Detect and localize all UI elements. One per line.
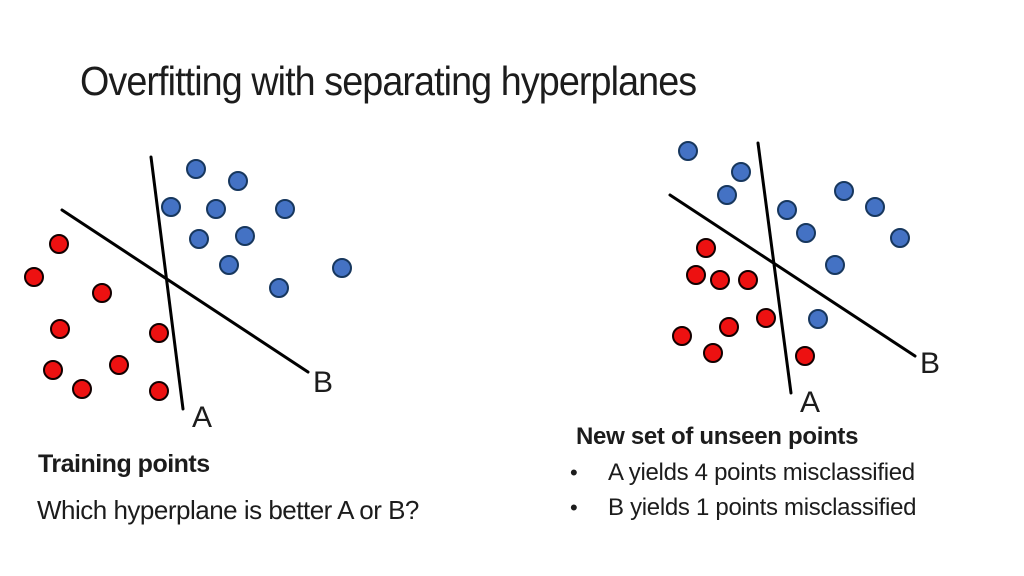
- list-item: • B yields 1 points misclassified: [570, 494, 916, 522]
- blue-point: [731, 162, 751, 182]
- hyperplane-line-B: [668, 193, 917, 358]
- red-point: [703, 343, 723, 363]
- blue-point: [808, 309, 828, 329]
- hyperplane-question: Which hyperplane is better A or B?: [37, 495, 419, 525]
- red-point: [109, 355, 129, 375]
- red-point: [686, 265, 706, 285]
- unseen-points-heading: New set of unseen points: [576, 423, 859, 450]
- red-point: [795, 346, 815, 366]
- blue-point: [777, 200, 797, 220]
- red-point: [72, 379, 92, 399]
- blue-point: [332, 258, 352, 278]
- red-point: [149, 323, 169, 343]
- slide-title: Overfitting with separating hyperplanes: [80, 58, 697, 104]
- diagram-training: AB: [24, 155, 352, 434]
- training-points-heading: Training points: [38, 450, 210, 478]
- blue-point: [228, 171, 248, 191]
- blue-point: [865, 197, 885, 217]
- hyperplane-label-B: B: [313, 366, 333, 399]
- blue-point: [161, 197, 181, 217]
- hyperplane-label-B: B: [920, 347, 940, 380]
- list-item: • A yields 4 points misclassified: [570, 459, 916, 487]
- hyperplane-line-B: [60, 208, 310, 374]
- bullet-icon: •: [570, 495, 578, 520]
- red-point: [49, 234, 69, 254]
- hyperplane-line-A: [756, 141, 793, 395]
- red-point: [756, 308, 776, 328]
- red-point: [92, 283, 112, 303]
- blue-point: [189, 229, 209, 249]
- hyperplane-label-A: A: [800, 386, 820, 419]
- bullet-text-b: B yields 1 points misclassified: [608, 494, 917, 521]
- diagram-unseen: AB: [668, 141, 940, 419]
- red-point: [672, 326, 692, 346]
- red-point: [710, 270, 730, 290]
- blue-point: [269, 278, 289, 298]
- hyperplane-label-A: A: [192, 401, 212, 434]
- blue-point: [275, 199, 295, 219]
- blue-point: [235, 226, 255, 246]
- red-point: [719, 317, 739, 337]
- blue-point: [206, 199, 226, 219]
- red-point: [50, 319, 70, 339]
- blue-point: [834, 181, 854, 201]
- misclassification-list: • A yields 4 points misclassified • B yi…: [570, 459, 916, 522]
- blue-point: [825, 255, 845, 275]
- blue-point: [890, 228, 910, 248]
- red-point: [696, 238, 716, 258]
- bullet-icon: •: [570, 460, 578, 485]
- blue-point: [796, 223, 816, 243]
- red-point: [149, 381, 169, 401]
- blue-point: [219, 255, 239, 275]
- hyperplane-line-A: [149, 155, 185, 411]
- blue-point: [186, 159, 206, 179]
- blue-point: [717, 185, 737, 205]
- bullet-text-a: A yields 4 points misclassified: [608, 459, 915, 486]
- red-point: [43, 360, 63, 380]
- blue-point: [678, 141, 698, 161]
- red-point: [24, 267, 44, 287]
- red-point: [738, 270, 758, 290]
